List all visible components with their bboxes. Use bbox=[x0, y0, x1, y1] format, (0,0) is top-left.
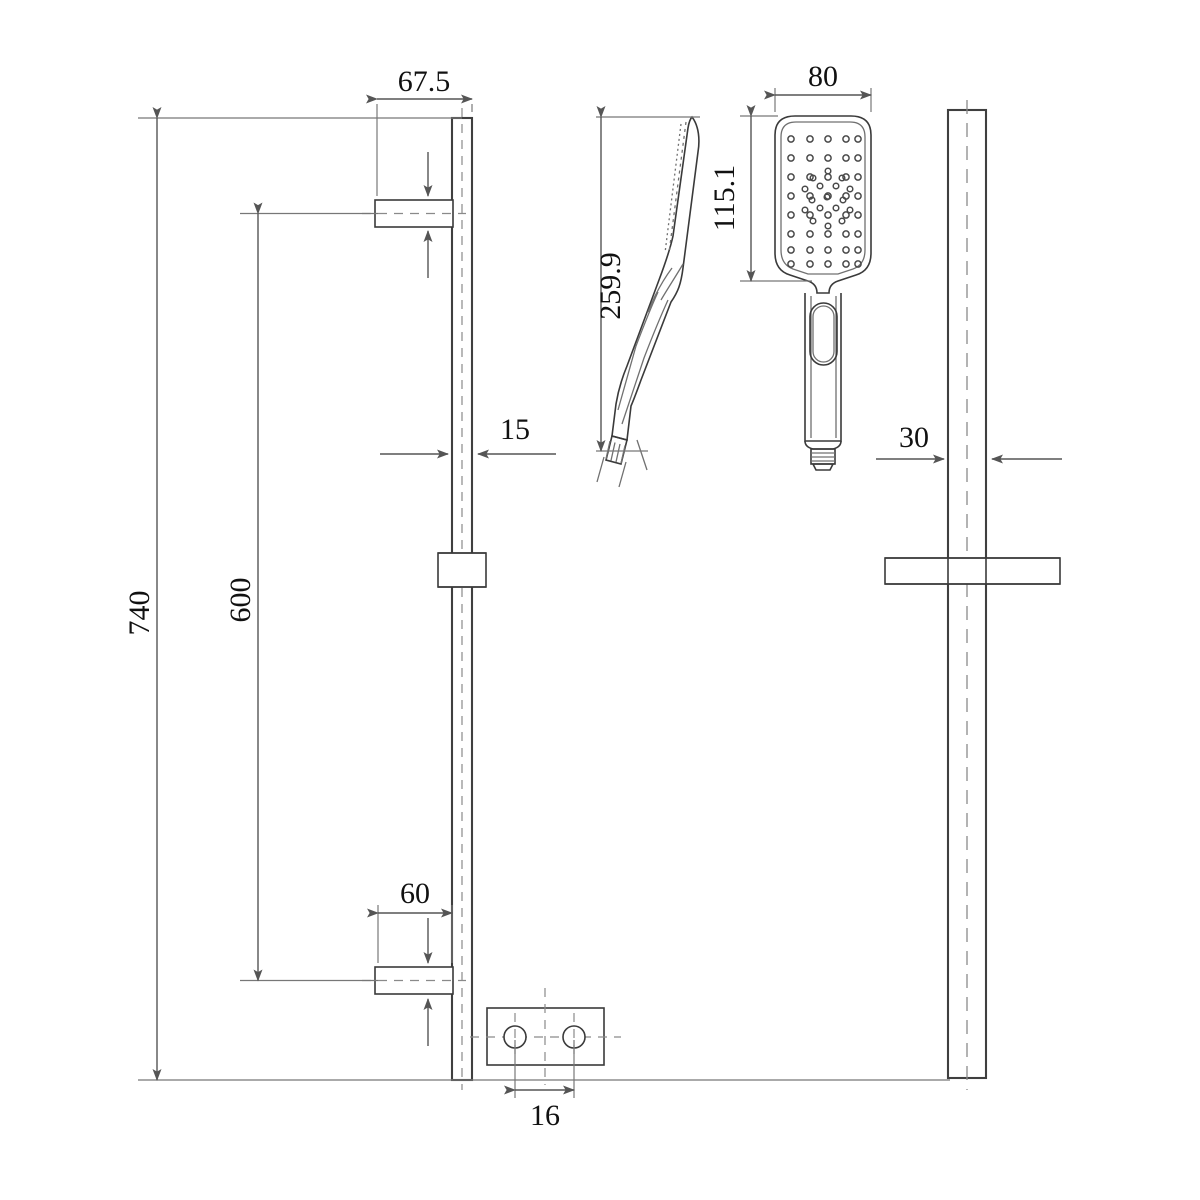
dimension-15: 15 bbox=[380, 413, 556, 459]
dimension-740: 740 bbox=[123, 107, 950, 1081]
slider-holder bbox=[437, 552, 487, 588]
dimension-30-label: 30 bbox=[899, 421, 929, 454]
dimension-67-5-label: 67.5 bbox=[398, 65, 451, 98]
vertical-rail-body bbox=[450, 116, 474, 1082]
mounting-plate-view: 16 bbox=[470, 988, 621, 1132]
nozzle-grid bbox=[787, 135, 862, 268]
dimension-80: 80 bbox=[764, 60, 872, 112]
top-wall-bracket bbox=[362, 199, 466, 228]
dimension-67-5: 67.5 bbox=[366, 65, 473, 278]
dimension-740-label: 740 bbox=[123, 591, 156, 636]
hand-shower-side-view: 259.9 bbox=[594, 106, 700, 488]
dimension-259-9-label: 259.9 bbox=[594, 252, 627, 320]
handle-outlet-thread bbox=[804, 440, 842, 471]
dimension-80-label: 80 bbox=[808, 60, 838, 93]
dimension-115-1: 115.1 bbox=[708, 105, 812, 282]
hand-shower-front-view: 80 115.1 bbox=[708, 60, 872, 471]
side-view-outlet bbox=[605, 435, 628, 465]
dimension-30: 30 bbox=[876, 421, 1062, 464]
dimension-16: 16 bbox=[504, 1040, 575, 1132]
bottom-wall-bracket bbox=[362, 966, 466, 995]
shower-handle bbox=[804, 293, 842, 442]
dimension-259-9: 259.9 bbox=[594, 106, 700, 452]
front-rail-view: 740 600 67.5 15 bbox=[123, 65, 950, 1090]
dimension-60-label: 60 bbox=[400, 877, 430, 910]
side-rail-holder bbox=[884, 557, 1061, 585]
dimension-600: 600 bbox=[224, 202, 378, 982]
shower-head-plate bbox=[774, 115, 872, 294]
dimension-16-label: 16 bbox=[530, 1099, 560, 1132]
dimension-115-1-label: 115.1 bbox=[708, 165, 741, 231]
dimension-15-label: 15 bbox=[500, 413, 530, 446]
dimension-60: 60 bbox=[367, 877, 453, 1046]
side-rail-view: 30 bbox=[876, 100, 1062, 1090]
dimension-600-label: 600 bbox=[224, 578, 257, 623]
